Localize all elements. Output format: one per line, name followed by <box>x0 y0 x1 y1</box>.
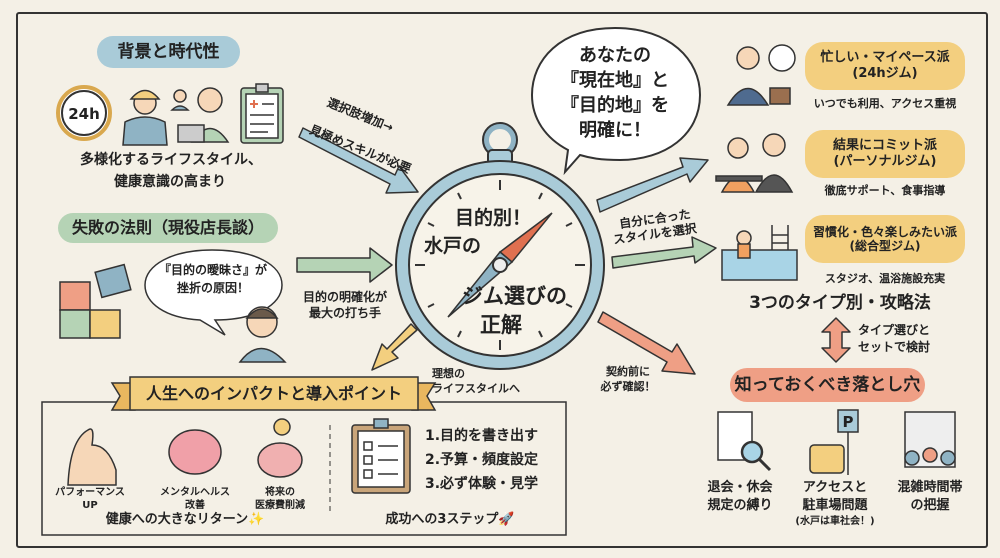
arrow-purpose-line1: 目的の明確化が <box>302 290 387 304</box>
steps-caption: 成功への3ステップ🚀 <box>385 512 515 527</box>
arrow-purpose <box>296 247 393 283</box>
pool-icon <box>721 225 798 281</box>
pitfall-line1: 退会・休会 <box>707 480 773 495</box>
type-desc: 徹底サポート、食事指導 <box>824 184 946 197</box>
impact-banner: 人生へのインパクトと導入ポイント <box>145 384 402 403</box>
crowd-icon <box>904 411 956 468</box>
arrow-contract <box>597 311 696 375</box>
benefit-line2: UP <box>82 500 98 511</box>
clock-label: 24h <box>68 105 100 123</box>
arrow-ideal-line2: ライフスタイルへ <box>432 382 520 395</box>
checklist-clipboard-icon <box>351 418 411 494</box>
benefit-line1: 将来の <box>265 487 295 498</box>
benefit-line2: 改善 <box>185 500 205 511</box>
pitfall-line2: 駐車場問題 <box>802 498 868 513</box>
background-text-line2: 健康意識の高まり <box>114 174 226 190</box>
type-desc: スタジオ、温浴施設充実 <box>824 272 946 285</box>
compass-icon <box>395 122 605 370</box>
failure-title: 失敗の法則（現役店長談） <box>58 213 278 243</box>
benefits-caption: 健康への大きなリターン✨ <box>105 512 265 527</box>
puzzle-icon <box>59 263 132 339</box>
arrow-choice <box>298 127 419 194</box>
trainer-icon <box>715 133 794 193</box>
type-title-line2: (24hジム) <box>852 66 918 81</box>
infographic-frame <box>16 12 988 548</box>
type-card-general: 習慣化・色々楽しみたい派 (総合型ジム) <box>805 215 965 263</box>
type-title-line1: 忙しい・マイペース派 <box>820 50 950 66</box>
manager-avatar <box>238 306 287 363</box>
compass-line2: 水戸の <box>424 235 482 257</box>
type-desc: いつでも利用、アクセス重視 <box>813 97 957 110</box>
parking-car-icon: P <box>809 409 859 475</box>
failure-bubble-line2: 挫折の原因！ <box>176 281 249 295</box>
background-title: 背景と時代性 <box>97 36 240 68</box>
brain-icon <box>168 429 222 475</box>
step-2: 2.予算・頻度設定 <box>425 452 539 468</box>
businessman-icon <box>726 44 796 106</box>
pitfall-note: (水戸は車社会！) <box>795 516 875 527</box>
arrow-ideal <box>371 323 418 371</box>
callout-line3: 『目的地』を <box>561 95 669 116</box>
benefit-line1: メンタルヘルス <box>160 487 230 498</box>
piggy-bank-icon <box>257 418 303 478</box>
type-title-line1: 結果にコミット派 <box>832 138 937 154</box>
arrow-contract-line1: 契約前に <box>606 365 650 378</box>
types-heading: 3つのタイプ別・攻略法 <box>749 293 931 313</box>
step-3: 3.必ず体験・見学 <box>425 476 539 492</box>
pitfall-line1: 混雑時間帯 <box>897 480 963 495</box>
pitfall-line2: の把握 <box>910 498 950 513</box>
failure-bubble <box>144 249 283 336</box>
arrow-contract-line2: 必ず確認！ <box>600 380 656 393</box>
workers-icon <box>122 87 230 146</box>
failure-bubble-line1: 『目的の曖昧さ』が <box>158 263 267 277</box>
type-card-personal: 結果にコミット派 (パーソナルジム) <box>805 130 965 178</box>
compass-line1: 目的別！ <box>455 207 532 229</box>
clock-24h-icon <box>56 85 112 141</box>
callout-line1: あなたの <box>579 45 651 66</box>
type-title-line1: 習慣化・色々楽しみたい派 <box>812 224 957 239</box>
step-1: 1.目的を書き出す <box>425 428 539 444</box>
arrow-ideal-line1: 理想の <box>432 367 465 380</box>
callout-line4: 明確に！ <box>579 120 651 141</box>
types-link-line1: タイプ選びと <box>858 323 931 337</box>
benefit-line2: 医療費削減 <box>255 500 305 511</box>
contract-search-icon <box>717 411 772 472</box>
type-card-24h: 忙しい・マイペース派 (24hジム) <box>805 42 965 90</box>
background-text-line1: 多様化するライフスタイル、 <box>80 152 262 168</box>
pitfall-line2: 規定の縛り <box>707 498 773 513</box>
svg-text:P: P <box>843 413 854 431</box>
callout-line2: 『現在地』と <box>561 70 669 91</box>
impact-banner-ribbon <box>110 376 437 411</box>
callout-bubble <box>530 26 702 176</box>
compass-line4: 正解 <box>480 313 522 337</box>
arrow-style-blue <box>596 157 709 213</box>
pitfall-line1: アクセスと <box>802 480 868 495</box>
pitfalls-title: 知っておくべき落とし穴 <box>730 368 925 402</box>
type-title-line2: (総合型ジム) <box>849 239 921 253</box>
arrow-purpose-line2: 最大の打ち手 <box>308 306 381 320</box>
arrow-style-green <box>611 236 717 269</box>
medical-clipboard-icon <box>240 83 284 144</box>
types-link-line2: セットで検討 <box>858 340 931 354</box>
compass-line3: ジム選びの <box>462 284 567 308</box>
double-arrow <box>821 317 851 363</box>
benefit-line1: パフォーマンス <box>55 487 125 498</box>
muscle-icon <box>67 428 117 486</box>
type-title-line2: (パーソナルジム) <box>833 154 937 169</box>
